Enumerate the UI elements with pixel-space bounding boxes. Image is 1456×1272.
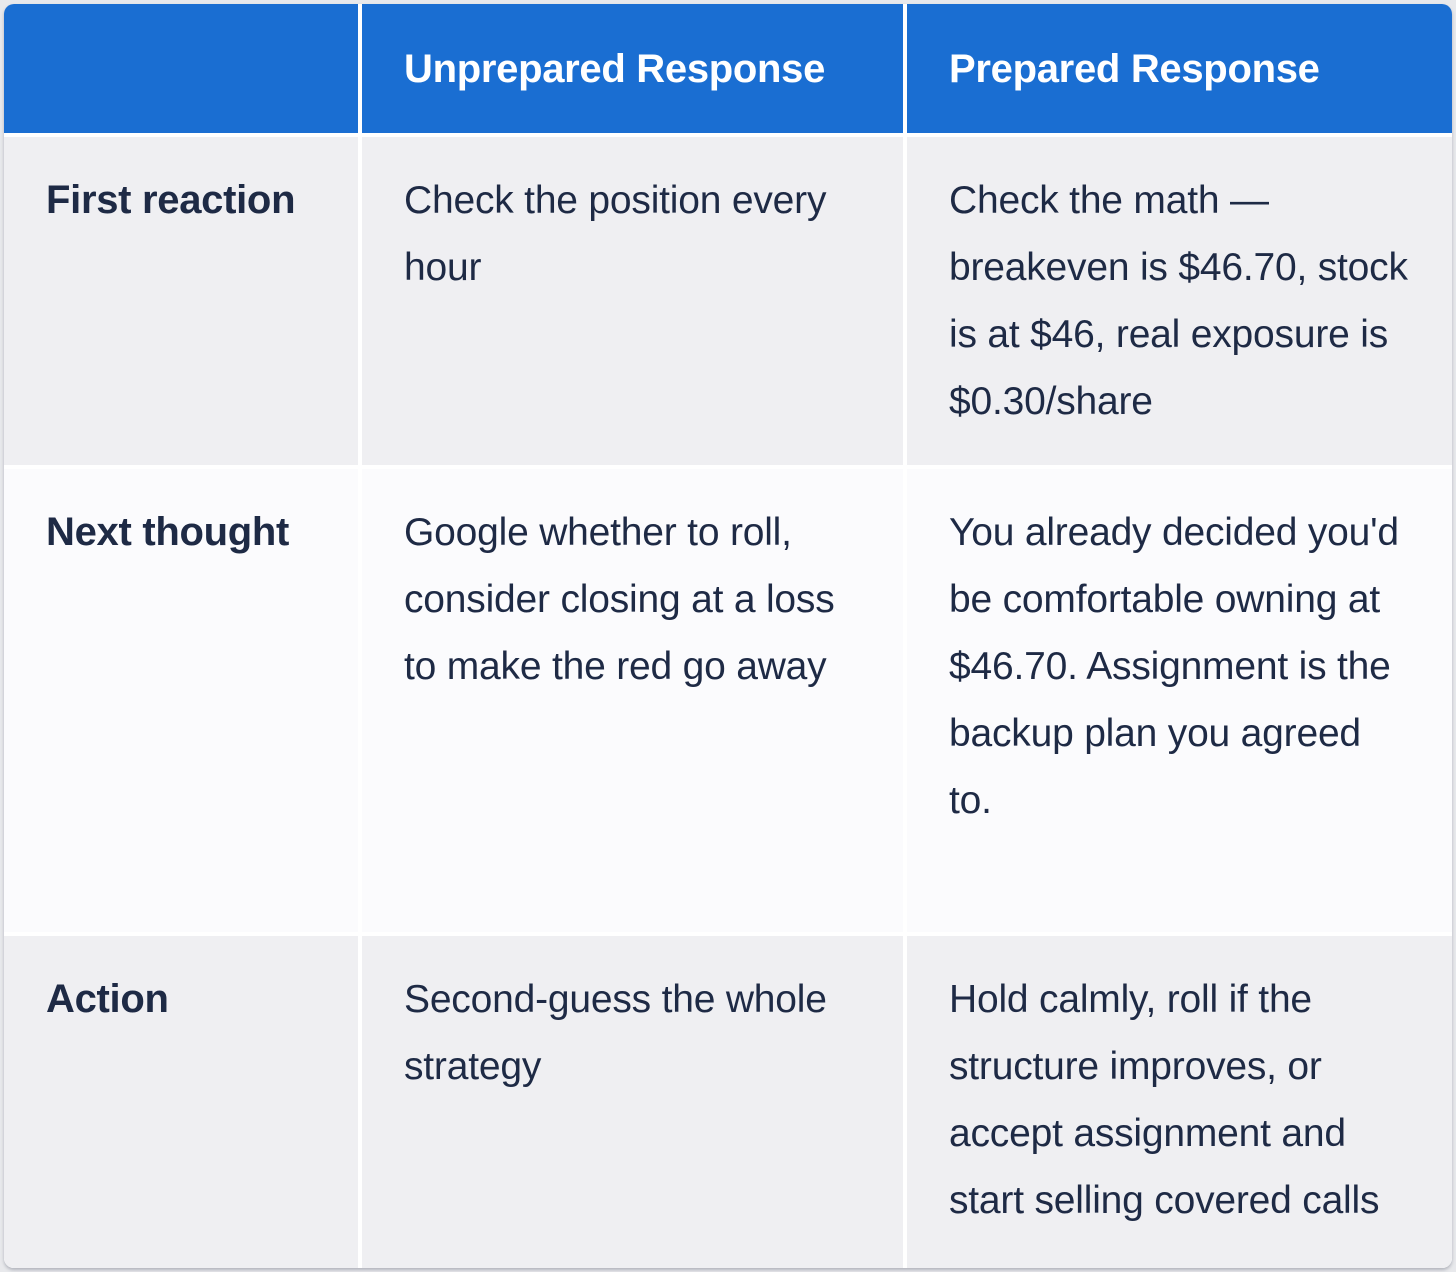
cell-first-reaction-unprepared: Check the position every hour [362,137,903,465]
row-label-next-thought: Next thought [4,469,358,932]
comparison-table-card: Unprepared Response Prepared Response Fi… [4,4,1452,1268]
cell-next-thought-unprepared: Google whether to roll, consider closing… [362,469,903,932]
cell-action-prepared: Hold calmly, roll if the structure impro… [907,936,1452,1268]
header-cell-empty [4,4,358,133]
cell-next-thought-prepared: You already decided you'd be comfortable… [907,469,1452,932]
row-label-action: Action [4,936,358,1268]
header-cell-unprepared-response: Unprepared Response [362,4,903,133]
header-cell-prepared-response: Prepared Response [907,4,1452,133]
comparison-table: Unprepared Response Prepared Response Fi… [4,4,1452,1268]
row-label-first-reaction: First reaction [4,137,358,465]
cell-action-unprepared: Second-guess the whole strategy [362,936,903,1268]
cell-first-reaction-prepared: Check the math — breakeven is $46.70, st… [907,137,1452,465]
